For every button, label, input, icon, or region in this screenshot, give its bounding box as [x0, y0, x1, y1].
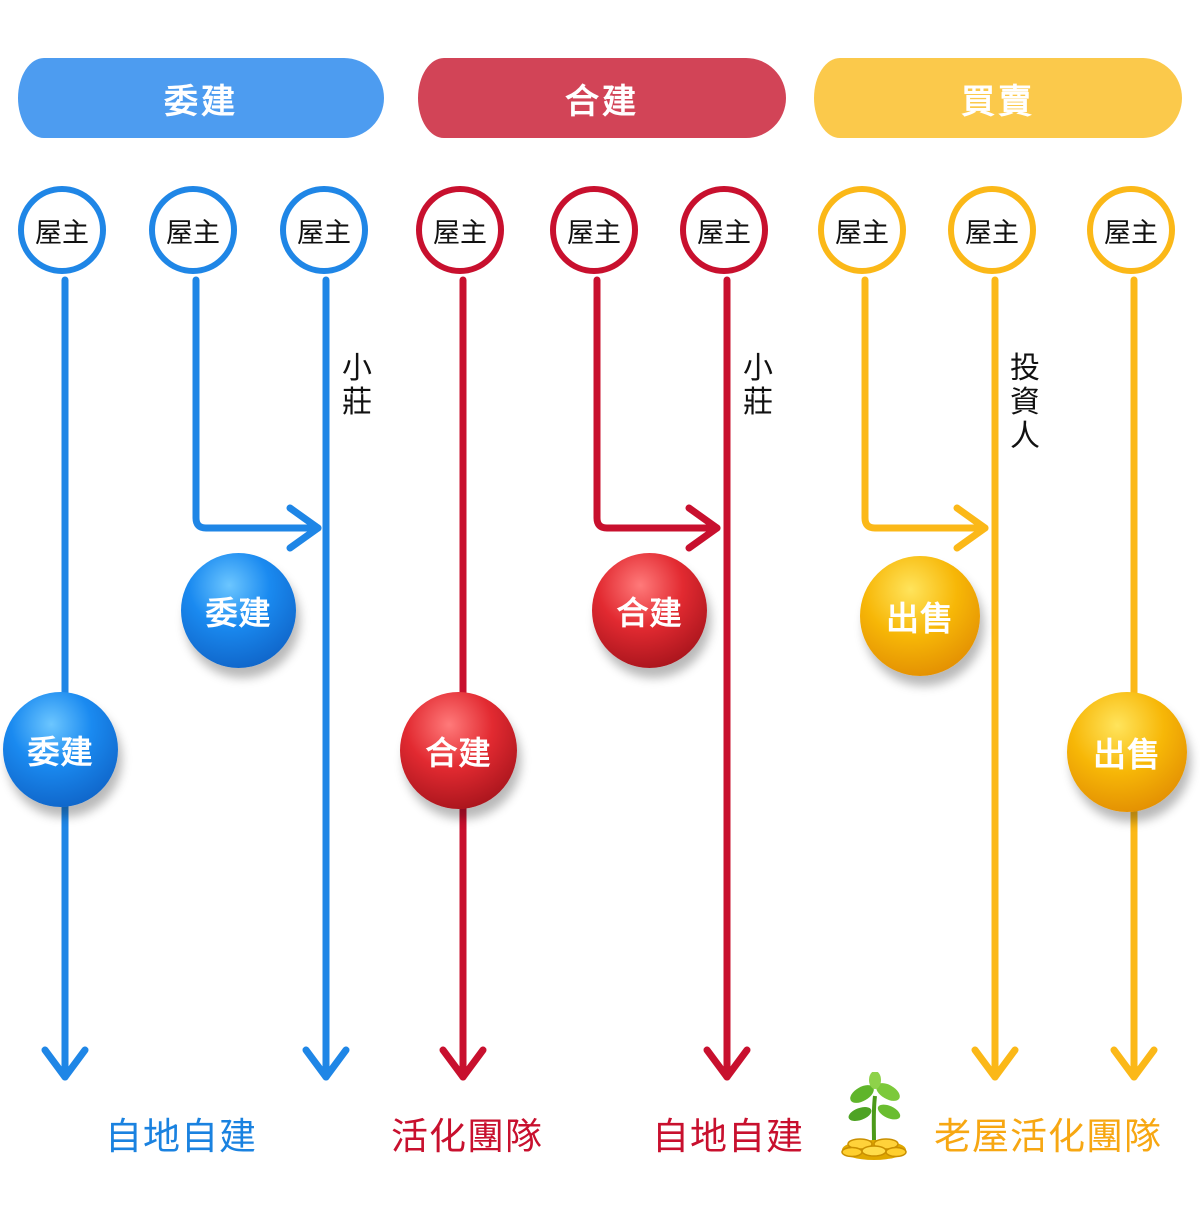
- blue-arrow-right: [286, 504, 322, 552]
- yellow-arrow-down-3: [1110, 1046, 1158, 1081]
- owner-circle: 屋主: [550, 186, 638, 274]
- red-line-2: [593, 276, 721, 532]
- actor-label-blue: 小莊: [342, 351, 372, 420]
- action-ball-commission: 委建: [3, 692, 118, 807]
- yellow-flow-lines: [861, 276, 1158, 1081]
- action-ball-sale: 出售: [860, 556, 980, 676]
- yellow-arrow-down-2: [971, 1046, 1019, 1081]
- outcome-old-house-team: 老屋活化團隊: [934, 1115, 1162, 1158]
- blue-arrow-down-1: [41, 1046, 89, 1081]
- owner-circle: 屋主: [948, 186, 1036, 274]
- banner-sale: 買賣: [814, 58, 1182, 138]
- owner-circle: 屋主: [416, 186, 504, 274]
- red-arrow-down-1: [439, 1046, 487, 1081]
- blue-flow-lines: [41, 276, 350, 1081]
- owner-circle: 屋主: [149, 186, 237, 274]
- blue-arrow-down-3: [302, 1046, 350, 1081]
- action-ball-commission: 委建: [181, 553, 296, 668]
- action-ball-sale: 出售: [1067, 692, 1187, 812]
- red-arrow-down-3: [703, 1046, 751, 1081]
- owner-circle: 屋主: [18, 186, 106, 274]
- yellow-arrow-right: [953, 504, 989, 552]
- owner-circle: 屋主: [680, 186, 768, 274]
- blue-line-2: [192, 276, 322, 532]
- owner-circle: 屋主: [818, 186, 906, 274]
- banner-commission: 委建: [18, 58, 384, 138]
- owner-circle: 屋主: [1087, 186, 1175, 274]
- outcome-self-build: 自地自建: [105, 1115, 257, 1158]
- actor-label-yellow: 投資人: [1010, 351, 1040, 454]
- action-ball-joint-build: 合建: [400, 692, 517, 809]
- banner-joint-build: 合建: [418, 58, 786, 138]
- outcome-revitalize-team: 活化團隊: [391, 1115, 543, 1158]
- outcome-self-build: 自地自建: [652, 1115, 804, 1158]
- actor-label-red: 小莊: [743, 351, 773, 420]
- owner-circle: 屋主: [280, 186, 368, 274]
- action-ball-joint-build: 合建: [592, 553, 707, 668]
- red-flow-lines: [439, 276, 751, 1081]
- plant-coins-icon: [841, 1072, 907, 1160]
- yellow-line-1: [861, 276, 989, 532]
- red-arrow-right: [685, 504, 721, 552]
